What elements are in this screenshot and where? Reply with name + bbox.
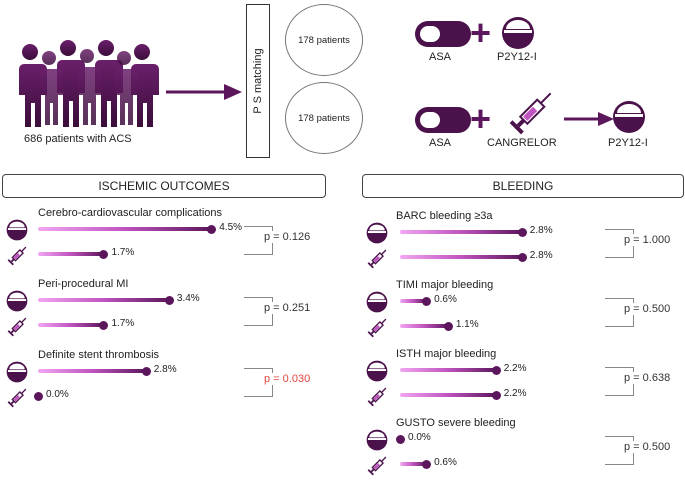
ischemic-bar-end-dot [34,391,43,401]
cangrelor-label: CANGRELOR [487,137,557,149]
bleeding-bar-end-dot [491,390,501,400]
plus-icon-1: + [470,12,492,53]
ischemic-value-label: 1.7% [111,318,135,329]
ischemic-bar [38,369,146,373]
bleeding-outcome-title: TIMI major bleeding [396,279,494,291]
p2y12-tablet-icon [502,17,534,49]
bleeding-value-label: 2.8% [529,250,553,261]
ischemic-p-value: p = 0.030 [262,373,313,385]
bleeding-bar-end-dot [517,227,527,237]
bleeding-outcome-title: BARC bleeding ≥3a [396,210,493,222]
ischemic-p-value: p = 0.251 [262,302,313,314]
group-bottom-label: 178 patients [298,112,350,124]
ischemic-bar-end-dot [141,366,151,376]
ischemic-value-label: 0.0% [46,389,69,400]
cangrelor-syringe-icon [366,315,390,344]
ps-matching-box: P S matching [246,4,270,158]
bleeding-bar [400,324,448,328]
group-top-label: 178 patients [298,34,350,46]
bleeding-bar [400,368,496,372]
bleeding-value-label: 2.8% [529,225,553,236]
arrow-right-icon-2 [564,112,614,126]
bleeding-bar [400,393,496,397]
ischemic-outcome-title: Cerebro-cardiovascular complications [38,207,223,219]
bleeding-outcome-title: ISTH major bleeding [396,348,497,360]
ps-matching-label: P S matching [252,48,264,114]
ischemic-bar-end-dot [164,295,174,305]
bleeding-header-label: BLEEDING [492,179,554,193]
bleeding-p-value: p = 0.500 [622,441,673,453]
p2y12-tablet-icon [366,360,388,387]
syringe-icon [509,92,552,135]
ischemic-bar [38,227,212,231]
p2y12-tablet-icon-2 [613,101,645,133]
p2y12-label-2: P2Y12-I [608,137,648,149]
cangrelor-syringe-icon [366,453,390,482]
ischemic-outcome-title: Peri-procedural MI [38,278,129,290]
p2y12-tablet-icon [6,361,28,388]
ischemic-bar [38,298,169,302]
group-bottom-circle: 178 patients [285,82,363,154]
cangrelor-syringe-icon [6,243,30,272]
cangrelor-syringe-icon [6,385,30,414]
patients-label: 686 patients with ACS [24,133,132,145]
bleeding-bar-end-dot [422,296,432,306]
bleeding-p-value: p = 0.500 [622,303,673,315]
ischemic-value-label: 3.4% [176,293,200,304]
bleeding-p-value: p = 1.000 [622,234,673,246]
ischemic-bar-end-dot [99,320,109,330]
ischemic-bar-end-dot [207,224,217,234]
p2y12-tablet-icon [366,291,388,318]
ischemic-header: ISCHEMIC OUTCOMES [2,174,326,198]
ischemic-bar-end-dot [99,249,109,259]
cangrelor-syringe-icon [366,384,390,413]
bleeding-bar-end-dot [443,321,453,331]
bleeding-value-label: 2.2% [503,363,527,374]
p2y12-tablet-icon [6,290,28,317]
ischemic-bar [38,252,104,256]
bleeding-outcome-title: GUSTO severe bleeding [396,417,516,429]
bleeding-bar-end-dot [491,365,501,375]
bleeding-bar [400,462,427,466]
ischemic-p-value: p = 0.126 [262,231,313,243]
asa-pill-icon [415,21,471,47]
arrow-right-icon [166,84,242,100]
cangrelor-syringe-icon [366,246,390,275]
bleeding-value-label: 0.6% [434,294,457,305]
bleeding-bar-end-dot [517,252,527,262]
ischemic-outcome-title: Definite stent thrombosis [38,349,160,361]
bleeding-value-label: 2.2% [503,388,527,399]
bleeding-header: BLEEDING [362,174,684,198]
ischemic-bar [38,323,104,327]
bleeding-value-label: 0.6% [434,457,457,468]
p2y12-tablet-icon [366,222,388,249]
p2y12-tablet-icon [6,219,28,246]
p2y12-tablet-icon [366,429,388,456]
asa-label-2: ASA [429,137,452,149]
bleeding-p-value: p = 0.638 [622,372,673,384]
cangrelor-syringe-icon [6,314,30,343]
ischemic-value-label: 4.5% [219,222,243,233]
bleeding-bar-end-dot [396,434,405,444]
ischemic-value-label: 2.8% [153,364,177,375]
ischemic-value-label: 1.7% [111,247,135,258]
p2y12-label-1: P2Y12-I [497,51,537,63]
patients-group-icon [18,40,159,127]
ischemic-header-label: ISCHEMIC OUTCOMES [98,179,230,193]
plus-icon-2: + [470,98,492,139]
bleeding-bar-end-dot [422,459,432,469]
asa-pill-icon-2 [415,107,471,133]
bleeding-bar [400,255,522,259]
bleeding-value-label: 0.0% [408,432,431,443]
asa-label-1: ASA [429,51,452,63]
bleeding-bar [400,299,427,303]
bleeding-bar [400,230,522,234]
bleeding-value-label: 1.1% [455,319,479,330]
group-top-circle: 178 patients [285,4,363,76]
